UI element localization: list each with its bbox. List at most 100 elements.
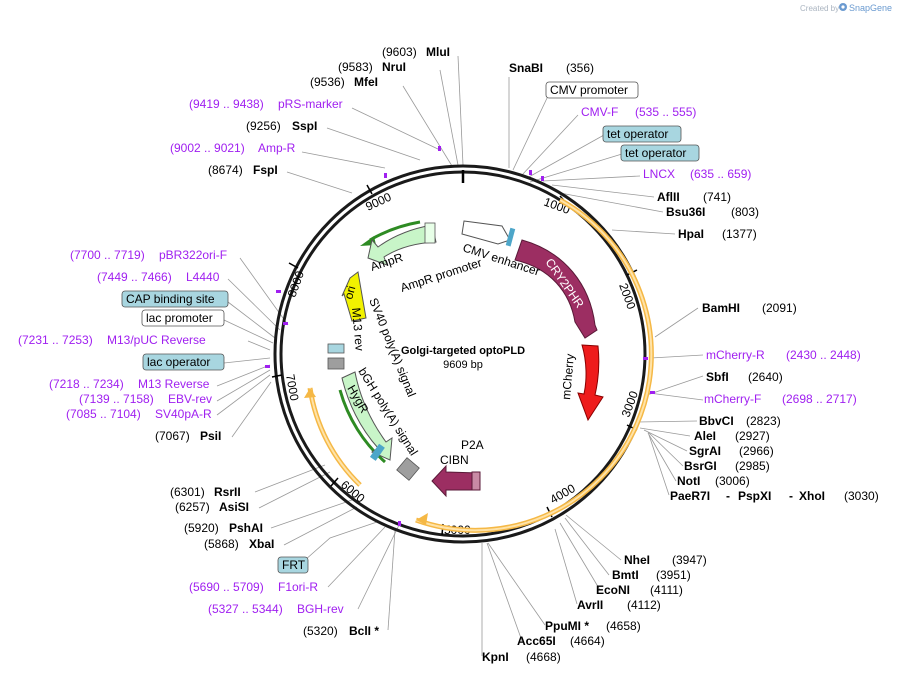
ampr-feature[interactable] xyxy=(367,224,437,266)
label-mcherry-r[interactable]: mCherry-R (2430 .. 2448) xyxy=(706,348,861,362)
svg-text:L4440: L4440 xyxy=(186,270,220,284)
hygr-feature[interactable] xyxy=(341,371,393,461)
svg-text:(3951): (3951) xyxy=(656,568,691,582)
svg-text:mCherry-R: mCherry-R xyxy=(706,348,765,362)
label-avrii[interactable]: AvrII (4112) xyxy=(577,598,661,612)
bgh-polya-feature[interactable] xyxy=(396,457,420,481)
label-m13-puc-reverse[interactable]: (7231 .. 7253) M13/pUC Reverse xyxy=(18,333,206,347)
svg-text:SbfI: SbfI xyxy=(706,370,729,384)
label-bcli[interactable]: (5320) BclI * xyxy=(303,624,379,638)
cry2phr-feature[interactable] xyxy=(514,239,598,339)
label-tet-operator-2[interactable]: tet operator xyxy=(620,144,700,162)
svg-text:AleI: AleI xyxy=(694,429,716,443)
tick-label-8000: 8000 xyxy=(285,269,307,299)
svg-text:(2966): (2966) xyxy=(739,444,774,458)
ori-feature[interactable] xyxy=(341,271,367,322)
label-lac-operator[interactable]: lac operator xyxy=(142,353,225,371)
label-prs-marker[interactable]: (9419 .. 9438) pRS-marker xyxy=(189,97,343,111)
label-bmti[interactable]: BmtI (3951) xyxy=(612,568,691,582)
svg-text:CMV-F: CMV-F xyxy=(581,105,618,119)
label-sspi[interactable]: (9256) SspI xyxy=(246,119,317,133)
label-acc65i[interactable]: Acc65I (4664) xyxy=(517,634,605,648)
label-lac-promoter[interactable]: lac promoter xyxy=(141,309,225,327)
label-fspi[interactable]: (8674) FspI xyxy=(208,163,278,177)
svg-text:Bsu36I: Bsu36I xyxy=(666,205,705,219)
label-paer7i-pspxi-xhoi[interactable]: PaeR7I - PspXI - XhoI (3030) xyxy=(670,489,879,503)
svg-text:(6301): (6301) xyxy=(170,485,205,499)
label-cap-binding-site[interactable]: CAP binding site xyxy=(121,290,229,308)
label-bamhi[interactable]: BamHI (2091) xyxy=(702,301,797,315)
label-psii[interactable]: (7067) PsiI xyxy=(155,429,221,443)
svg-text:SspI: SspI xyxy=(292,119,317,133)
label-alei[interactable]: AleI (2927) xyxy=(694,429,770,443)
label-bsrgi[interactable]: BsrGI (2985) xyxy=(684,459,770,473)
svg-text:CMV promoter: CMV promoter xyxy=(550,83,628,97)
ampr-promoter-label: AmpR promoter xyxy=(399,255,484,294)
label-pshai[interactable]: (5920) PshAI xyxy=(184,521,263,535)
label-noti[interactable]: NotI (3006) xyxy=(677,474,750,488)
primer-marker-cmv-f xyxy=(529,170,532,175)
label-cmv-f[interactable]: CMV-F (535 .. 555) xyxy=(581,105,696,119)
svg-text:HpaI: HpaI xyxy=(678,227,704,241)
ampr-promoter-feature[interactable] xyxy=(424,222,436,244)
label-hpai[interactable]: HpaI (1377) xyxy=(678,227,757,241)
label-kpni[interactable]: KpnI (4668) xyxy=(482,650,561,664)
label-econi[interactable]: EcoNI (4111) xyxy=(596,583,683,597)
label-sbfi[interactable]: SbfI (2640) xyxy=(706,370,783,384)
label-asisi[interactable]: (6257) AsiSI xyxy=(175,500,249,514)
orf-arrowhead xyxy=(416,513,428,525)
mcherry-feature[interactable] xyxy=(577,344,604,422)
cmv-enhancer-feature[interactable] xyxy=(461,220,511,245)
svg-text:(5920): (5920) xyxy=(184,521,219,535)
label-nrui[interactable]: (9583) NruI xyxy=(338,60,406,74)
label-sgrai[interactable]: SgrAI (2966) xyxy=(689,444,774,458)
label-bbvci[interactable]: BbvCI (2823) xyxy=(699,414,781,428)
label-aflii[interactable]: AflII (741) xyxy=(657,190,731,204)
label-pbr322ori-f[interactable]: (7700 .. 7719) pBR322ori-F xyxy=(70,248,227,262)
label-ebv-rev[interactable]: (7139 .. 7158) EBV-rev xyxy=(79,392,212,406)
primer-marker-mcherry-f xyxy=(650,391,655,394)
label-mlui[interactable]: (9603) MluI xyxy=(382,45,450,59)
label-snabi[interactable]: SnaBI (356) xyxy=(509,61,594,75)
p2a-feature[interactable] xyxy=(471,471,481,491)
svg-text:(4112): (4112) xyxy=(627,598,661,612)
hygr-end-marker[interactable] xyxy=(369,443,385,461)
label-ppumi[interactable]: PpuMI * (4658) xyxy=(545,619,641,633)
label-cmv-promoter[interactable]: CMV promoter xyxy=(545,81,639,99)
mcherry-label: mCherry xyxy=(559,353,577,400)
label-l4440[interactable]: (7449 .. 7466) L4440 xyxy=(97,270,220,284)
label-nhei[interactable]: NheI (3947) xyxy=(624,553,707,567)
svg-text:PspXI: PspXI xyxy=(738,489,771,503)
cmv-promoter-feature[interactable] xyxy=(505,227,516,247)
svg-text:PaeR7I: PaeR7I xyxy=(670,489,710,503)
svg-text:(3947): (3947) xyxy=(672,553,707,567)
svg-text:(4668): (4668) xyxy=(526,650,561,664)
label-mfei[interactable]: (9536) MfeI xyxy=(310,75,378,89)
svg-text:EcoNI: EcoNI xyxy=(596,583,630,597)
svg-text:(5327 .. 5344): (5327 .. 5344) xyxy=(208,602,283,616)
label-tet-operator-1[interactable]: tet operator xyxy=(602,125,682,143)
label-frt[interactable]: FRT xyxy=(277,556,309,574)
label-sv40pa-r[interactable]: (7085 .. 7104) SV40pA-R xyxy=(66,407,212,421)
svg-text:pRS-marker: pRS-marker xyxy=(278,97,343,111)
label-bsu36i[interactable]: Bsu36I (803) xyxy=(666,205,759,219)
svg-text:FRT: FRT xyxy=(282,558,306,572)
m13-rev-feature[interactable] xyxy=(327,343,345,354)
svg-text:AvrII: AvrII xyxy=(577,598,603,612)
label-lncx[interactable]: LNCX (635 .. 659) xyxy=(643,167,751,181)
orf-arrowhead-hygr xyxy=(304,388,316,398)
svg-text:(741): (741) xyxy=(703,190,731,204)
label-bgh-rev[interactable]: (5327 .. 5344) BGH-rev xyxy=(208,602,344,616)
svg-text:(5320): (5320) xyxy=(303,624,338,638)
label-mcherry-f[interactable]: mCherry-F (2698 .. 2717) xyxy=(704,392,857,406)
sv40-polya-feature[interactable] xyxy=(327,357,345,370)
cibn-feature[interactable] xyxy=(431,464,480,498)
primer-marker-l4440 xyxy=(283,322,288,325)
label-xbai[interactable]: (5868) XbaI xyxy=(204,537,274,551)
label-f1ori-r[interactable]: (5690 .. 5709) F1ori-R xyxy=(189,580,318,594)
label-m13-reverse[interactable]: (7218 .. 7234) M13 Reverse xyxy=(49,377,210,391)
svg-text:FspI: FspI xyxy=(253,163,278,177)
label-amp-r[interactable]: (9002 .. 9021) Amp-R xyxy=(170,141,296,155)
label-rsrii[interactable]: (6301) RsrII xyxy=(170,485,241,499)
svg-text:(7218 .. 7234): (7218 .. 7234) xyxy=(49,377,124,391)
